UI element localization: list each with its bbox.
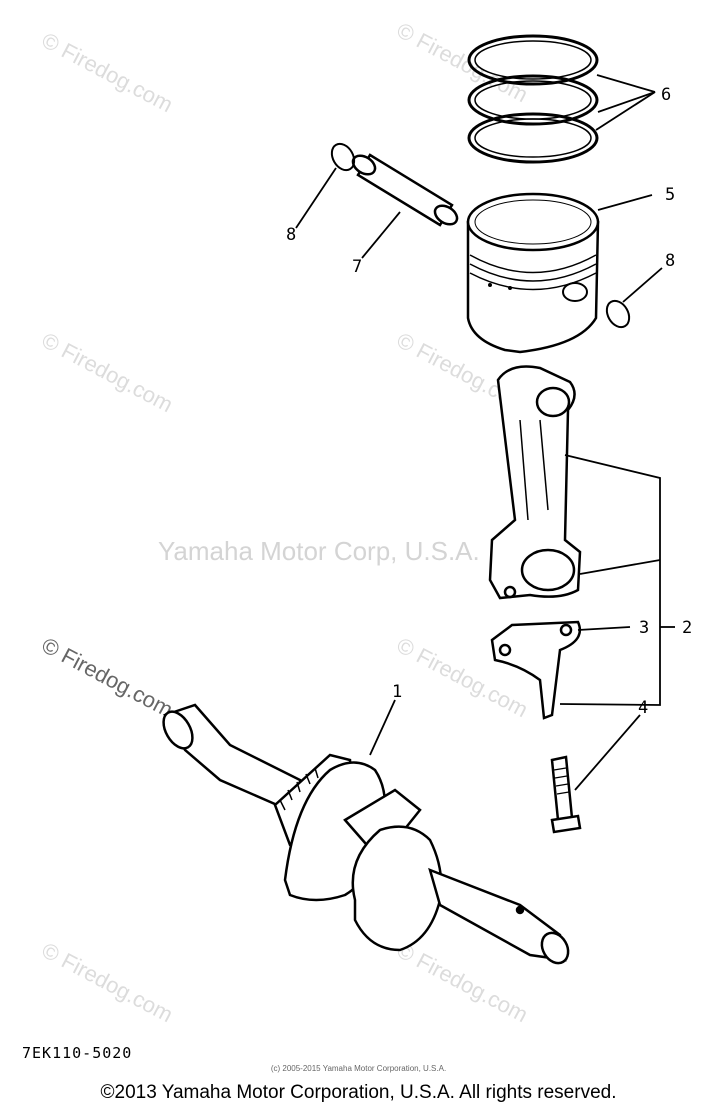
watermark-bottom-left: © Firedog.com [38, 937, 177, 1027]
watermark-bottom-right: © Firedog.com [393, 937, 532, 1027]
small-copyright: (c) 2005-2015 Yamaha Motor Corporation, … [270, 1064, 447, 1073]
callout-5: 5 [665, 185, 675, 205]
callout-3: 3 [639, 618, 649, 638]
callout-8-right: 8 [665, 251, 675, 271]
circlip-left [330, 142, 356, 172]
callout-8-left: 8 [286, 225, 296, 245]
callout-1: 1 [392, 682, 402, 702]
crankshaft [162, 703, 570, 965]
piston [466, 192, 600, 354]
callout-6: 6 [661, 85, 671, 105]
callout-4: 4 [638, 698, 648, 718]
watermark-lower-left: © Firedog.com [38, 632, 177, 722]
watermark-top-right: © Firedog.com [393, 17, 532, 107]
piston-rings [467, 34, 599, 164]
rod-cap [490, 620, 582, 720]
circlip-right [605, 299, 631, 329]
watermark-top-left: © Firedog.com [38, 27, 177, 117]
callout-labels: 1 2 3 4 5 6 7 8 8 [286, 85, 692, 718]
copyright-notice: ©2013 Yamaha Motor Corporation, U.S.A. A… [100, 1082, 617, 1103]
callout-2: 2 [682, 618, 692, 638]
watermark-center: Yamaha Motor Corp, U.S.A. [158, 536, 480, 566]
piston-pin [351, 153, 459, 227]
diagram-code: 7EK110-5020 [22, 1044, 133, 1062]
connecting-rod [488, 365, 582, 600]
bolt [550, 755, 582, 834]
callout-7: 7 [352, 257, 362, 277]
watermark-mid-left: © Firedog.com [38, 327, 177, 417]
leader-lines [295, 74, 675, 791]
